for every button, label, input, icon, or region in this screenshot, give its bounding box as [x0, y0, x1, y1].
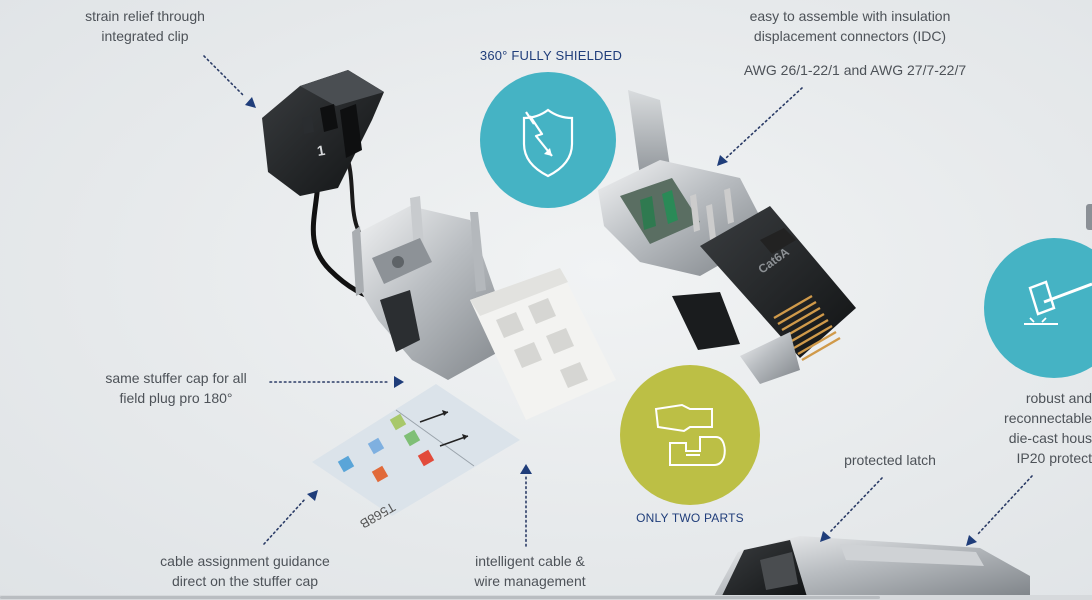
- two-parts-feature-circle: [620, 365, 760, 505]
- label-strain-relief: strain relief through integrated clip: [85, 8, 205, 44]
- bottom-plug-partial: [712, 536, 1030, 600]
- assembled-plug: Cat6A: [598, 90, 856, 384]
- stuffer-cap-label: T568B: [312, 384, 520, 532]
- leader-lines: [203, 55, 1033, 547]
- two-parts-icon: [654, 403, 726, 466]
- label-awg: AWG 26/1-22/1 and AWG 27/7-22/7: [743, 62, 967, 78]
- heading-fully-shielded: 360° FULLY SHIELDED: [479, 48, 623, 63]
- shielded-housing: [352, 196, 520, 380]
- hammer-icon: [1024, 280, 1092, 325]
- shielded-feature-circle: [480, 72, 616, 208]
- horizontal-scrollbar-thumb[interactable]: [0, 596, 880, 599]
- label-easy-assemble: easy to assemble with insulation displac…: [749, 8, 951, 44]
- label-protected-latch: protected latch: [844, 452, 936, 468]
- label-same-stuffer: same stuffer cap for all field plug pro …: [105, 370, 247, 406]
- leader-arrows: [245, 97, 977, 546]
- label-robust: robust and reconnectable die-cast hous I…: [1004, 390, 1092, 466]
- heading-only-two-parts: ONLY TWO PARTS: [636, 511, 744, 525]
- label-cable-guidance: cable assignment guidance direct on the …: [160, 553, 330, 589]
- strain-relief-clip: 1: [262, 70, 384, 196]
- stuffer-cap: [470, 268, 616, 420]
- clip-number: 1: [316, 142, 327, 159]
- robust-feature-circle: [984, 238, 1092, 378]
- shield-lightning-icon: [522, 108, 574, 178]
- side-scroll-handle[interactable]: [1086, 204, 1092, 230]
- label-intelligent: intelligent cable & wire management: [474, 553, 586, 589]
